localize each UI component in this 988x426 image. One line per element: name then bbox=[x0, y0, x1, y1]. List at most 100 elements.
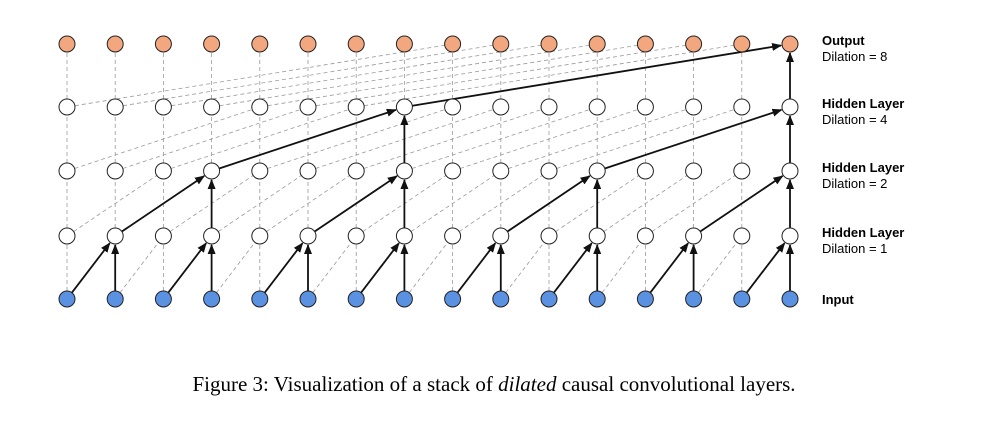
output-node-15 bbox=[781, 35, 799, 53]
hidden1-node-15 bbox=[781, 227, 799, 245]
hidden1-node-0 bbox=[58, 227, 76, 245]
dashed-edge-l2-n6-diagonal bbox=[266, 175, 350, 232]
output-node-2 bbox=[154, 35, 172, 53]
input-node-11 bbox=[588, 290, 606, 308]
hidden1-node-6 bbox=[347, 227, 365, 245]
node-grid bbox=[58, 35, 799, 308]
dashed-edge-l3-n5-diagonal bbox=[122, 109, 301, 169]
hidden1-node-5 bbox=[299, 227, 317, 245]
hidden1-node-2 bbox=[154, 227, 172, 245]
caption-suffix: causal convolutional layers. bbox=[556, 372, 796, 396]
dashed-edge-l1-n8-diagonal bbox=[408, 242, 449, 293]
output-node-9 bbox=[492, 35, 510, 53]
hidden1-label-title: Hidden Layer bbox=[822, 225, 904, 240]
output-label-title: Output bbox=[822, 33, 865, 48]
hidden2-node-15 bbox=[781, 162, 799, 180]
input-node-2 bbox=[154, 290, 172, 308]
dashed-edge-l3-n4-diagonal bbox=[74, 109, 253, 169]
hidden2-node-9 bbox=[492, 162, 510, 180]
hidden3-node-10 bbox=[540, 98, 558, 116]
dashed-edge-l2-n2-diagonal bbox=[73, 175, 157, 232]
hidden3-node-9 bbox=[492, 98, 510, 116]
hidden1-node-11 bbox=[588, 227, 606, 245]
hidden2-node-0 bbox=[58, 162, 76, 180]
hidden1-node-8 bbox=[444, 227, 462, 245]
dashed-edge-l2-n9-diagonal bbox=[410, 175, 495, 232]
figure-caption: Figure 3: Visualization of a stack of di… bbox=[0, 372, 988, 397]
arrow-edge-l1n5-to-l2n7 bbox=[314, 175, 398, 233]
output-node-3 bbox=[203, 35, 221, 53]
hidden2-node-8 bbox=[444, 162, 462, 180]
arrow-edge-l1n9-to-l2n11 bbox=[506, 175, 591, 233]
hidden1-node-10 bbox=[540, 227, 558, 245]
dashed-edge-l1-n12-diagonal bbox=[601, 242, 641, 293]
hidden1-label-dilation: Dilation = 1 bbox=[822, 241, 887, 256]
highlighted-connection-edges bbox=[71, 42, 794, 294]
hidden3-node-7 bbox=[395, 98, 413, 116]
hidden1-node-9 bbox=[492, 227, 510, 245]
dashed-edge-l1-n6-diagonal bbox=[312, 242, 352, 293]
input-node-14 bbox=[733, 290, 751, 308]
hidden2-label-title: Hidden Layer bbox=[822, 160, 904, 175]
input-node-12 bbox=[636, 290, 654, 308]
hidden2-node-6 bbox=[347, 162, 365, 180]
hidden1-node-13 bbox=[685, 227, 703, 245]
input-node-7 bbox=[395, 290, 413, 308]
dashed-edge-l3-n12-diagonal bbox=[460, 109, 638, 169]
dashed-edge-l2-n14-diagonal bbox=[651, 175, 736, 232]
output-node-11 bbox=[588, 35, 606, 53]
dashed-edge-l2-n13-diagonal bbox=[603, 175, 688, 232]
hidden3-node-12 bbox=[636, 98, 654, 116]
hidden3-node-6 bbox=[347, 98, 365, 116]
output-node-13 bbox=[685, 35, 703, 53]
input-node-8 bbox=[444, 290, 462, 308]
hidden2-node-12 bbox=[636, 162, 654, 180]
output-node-4 bbox=[251, 35, 269, 53]
arrow-edge-l0n12-to-l1n13 bbox=[649, 242, 689, 294]
hidden3-node-3 bbox=[203, 98, 221, 116]
hidden1-node-3 bbox=[203, 227, 221, 245]
output-node-6 bbox=[347, 35, 365, 53]
dashed-edge-l3-n13-diagonal bbox=[508, 109, 687, 169]
input-node-15 bbox=[781, 290, 799, 308]
arrow-edge-l0n4-to-l1n5 bbox=[263, 242, 304, 294]
output-node-1 bbox=[106, 35, 124, 53]
input-node-4 bbox=[251, 290, 269, 308]
input-node-0 bbox=[58, 290, 76, 308]
hidden2-node-11 bbox=[588, 162, 606, 180]
dashed-edge-l1-n10-diagonal bbox=[505, 242, 545, 293]
arrow-edge-l1n13-to-l2n15 bbox=[699, 175, 784, 233]
arrow-edge-l2n3-to-l3n7 bbox=[218, 108, 397, 170]
arrow-edge-l0n8-to-l1n9 bbox=[456, 242, 497, 294]
hidden3-label-title: Hidden Layer bbox=[822, 96, 904, 111]
dashed-edge-l3-n8-diagonal bbox=[267, 109, 446, 169]
caption-emphasis: dilated bbox=[498, 372, 557, 396]
arrow-edge-l2n11-to-l3n15 bbox=[604, 108, 783, 170]
output-node-7 bbox=[395, 35, 413, 53]
hidden3-node-15 bbox=[781, 98, 799, 116]
hidden3-node-5 bbox=[299, 98, 317, 116]
hidden2-node-3 bbox=[203, 162, 221, 180]
hidden1-node-7 bbox=[395, 227, 413, 245]
output-node-8 bbox=[444, 35, 462, 53]
output-node-10 bbox=[540, 35, 558, 53]
hidden2-node-13 bbox=[685, 162, 703, 180]
output-node-14 bbox=[733, 35, 751, 53]
dashed-edge-l1-n4-diagonal bbox=[216, 242, 256, 293]
dashed-edge-l1-n2-diagonal bbox=[119, 242, 159, 293]
hidden3-node-4 bbox=[251, 98, 269, 116]
input-label-title: Input bbox=[822, 292, 854, 307]
arrow-edge-l0n6-to-l1n7 bbox=[360, 242, 400, 294]
input-node-3 bbox=[203, 290, 221, 308]
dashed-edge-l2-n5-diagonal bbox=[218, 175, 302, 232]
output-node-5 bbox=[299, 35, 317, 53]
output-label-dilation: Dilation = 8 bbox=[822, 49, 887, 64]
hidden2-node-2 bbox=[154, 162, 172, 180]
dashed-edge-l3-n14-diagonal bbox=[556, 109, 735, 169]
dashed-edge-l1-n14-diagonal bbox=[698, 242, 738, 293]
output-node-12 bbox=[636, 35, 654, 53]
hidden1-node-4 bbox=[251, 227, 269, 245]
output-node-0 bbox=[58, 35, 76, 53]
hidden2-node-10 bbox=[540, 162, 558, 180]
